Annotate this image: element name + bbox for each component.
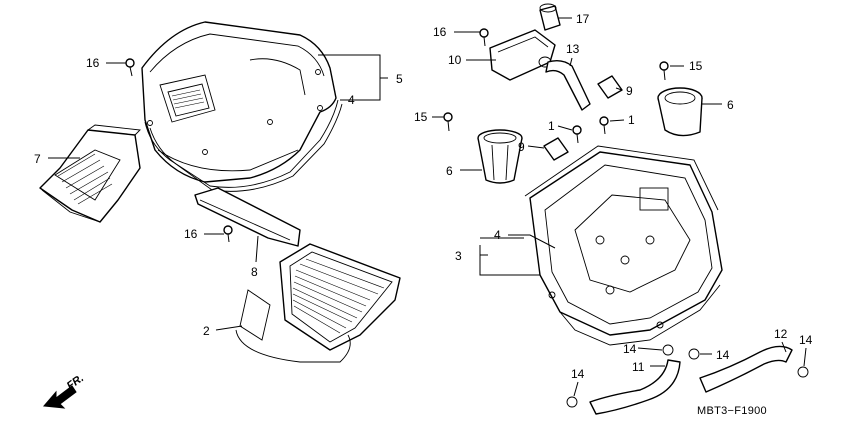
front-direction-indicator: FR. (42, 372, 86, 409)
breather-chamber-part (489, 29, 556, 81)
callout-16c: 16 (433, 25, 447, 39)
tube-12-part (699, 345, 793, 393)
tube-13-part (545, 59, 591, 111)
callout-10: 10 (448, 53, 462, 67)
air-cleaner-housing-part (529, 151, 723, 346)
callout-2: 2 (203, 324, 210, 338)
callout-3: 3 (455, 249, 462, 263)
leader-lines (48, 17, 807, 397)
callout-4a: 4 (348, 93, 355, 107)
callout-12: 12 (774, 327, 788, 341)
bracket-part (194, 187, 301, 247)
callout-1a: 1 (548, 119, 555, 133)
callout-15a: 15 (689, 59, 703, 73)
callout-13: 13 (566, 42, 580, 56)
screw-16b-part (223, 225, 233, 243)
callout-11: 11 (632, 360, 645, 374)
front-arrow-icon (42, 385, 77, 409)
callout-6a: 6 (727, 98, 734, 112)
callout-8: 8 (251, 265, 258, 279)
callout-1b: 1 (628, 113, 635, 127)
bolt-15a-part (659, 61, 669, 81)
screw-16a-part (125, 58, 135, 77)
clip-14b-part (662, 344, 674, 356)
upper-cover-part (141, 21, 337, 183)
bolt-1b-part (599, 116, 609, 135)
upper-seal-part (144, 69, 343, 192)
callout-17: 17 (576, 12, 590, 26)
callout-16a: 16 (86, 56, 100, 70)
callout-16b: 16 (184, 227, 198, 241)
air-element-part (235, 243, 401, 363)
funnel-cap-left-part (477, 129, 523, 184)
cap-17-part (539, 3, 561, 31)
bolt-1a-part (572, 125, 582, 144)
air-funnel-part (39, 124, 141, 223)
clip-14a-part (566, 396, 578, 408)
callout-14b: 14 (716, 348, 730, 362)
callout-15b: 15 (414, 110, 428, 124)
callout-4b: 4 (494, 228, 501, 242)
screw-16c-part (479, 28, 489, 47)
callout-5: 5 (396, 72, 403, 86)
funnel-cap-right-part (657, 87, 703, 137)
callout-labels: 16 5 4 7 16 8 2 16 17 10 13 15 9 6 15 1 … (34, 12, 813, 381)
callout-6b: 6 (446, 164, 453, 178)
clip-14d-part (797, 366, 809, 378)
clip-14c-part (688, 348, 700, 360)
mount-9b-part (543, 137, 569, 161)
callout-9a: 9 (626, 84, 633, 98)
callout-7: 7 (34, 152, 41, 166)
mount-9a-part (597, 75, 623, 99)
bolt-15b-part (443, 112, 453, 132)
callout-14d: 14 (571, 367, 585, 381)
callout-14a: 14 (623, 342, 637, 356)
housing-seal-part (524, 145, 719, 211)
tube-11-part (589, 359, 681, 415)
callout-14c: 14 (799, 333, 813, 347)
diagram-code: MBT3−F1900 (697, 405, 767, 417)
callout-9b: 9 (518, 140, 525, 154)
